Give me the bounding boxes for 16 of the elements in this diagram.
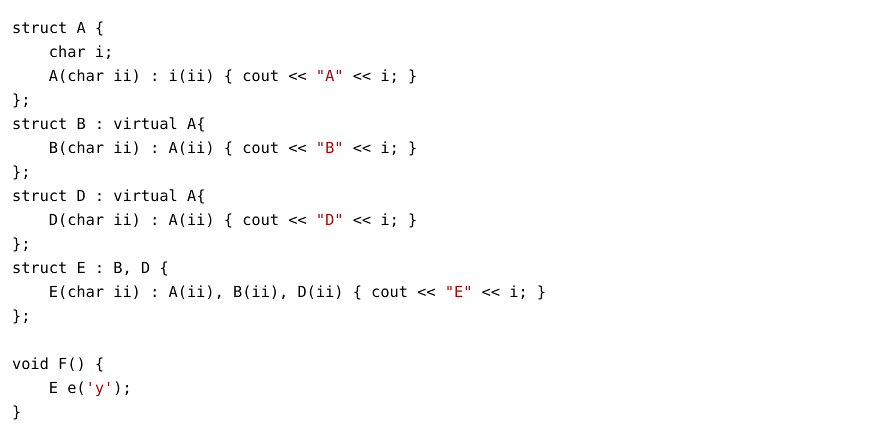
code-line: A(char ii) : i(ii) { cout << "A" << i; } bbox=[48, 66, 418, 86]
code-line: }; bbox=[12, 306, 30, 326]
code-line: E e('y'); bbox=[48, 378, 132, 398]
code-line: struct B : virtual A{ bbox=[12, 114, 206, 134]
code-line: }; bbox=[12, 90, 30, 110]
code-line: B(char ii) : A(ii) { cout << "B" << i; } bbox=[48, 138, 418, 158]
code-line: char i; bbox=[48, 42, 114, 62]
code-line: E(char ii) : A(ii), B(ii), D(ii) { cout << "E" << i; } bbox=[48, 282, 546, 302]
code-line: D(char ii) : A(ii) { cout << "D" << i; } bbox=[48, 210, 418, 230]
code-line: struct D : virtual A{ bbox=[12, 186, 206, 206]
code-line: struct E : B, D { bbox=[12, 258, 169, 278]
code-line: }; bbox=[12, 234, 30, 254]
code-line: struct A { bbox=[12, 18, 104, 38]
code-line: void F() { bbox=[12, 354, 104, 374]
code-line: } bbox=[12, 402, 22, 422]
code-line: }; bbox=[12, 162, 30, 182]
